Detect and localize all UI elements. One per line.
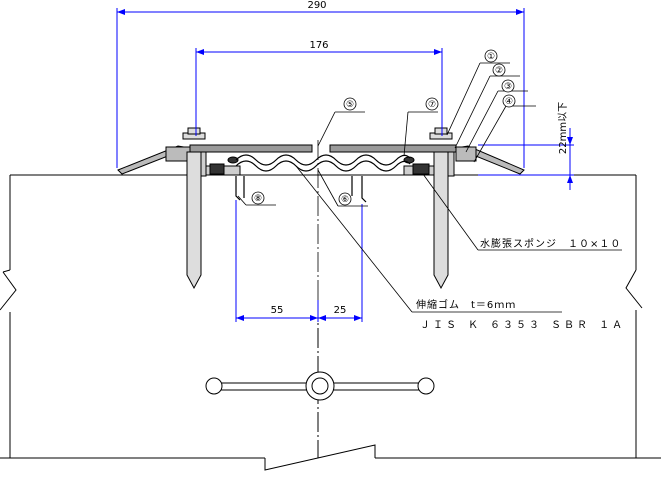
expansion-rubber — [235, 154, 411, 172]
dim-height-limit: 22mm以下 — [558, 102, 569, 154]
dimension-arrows — [117, 9, 573, 321]
leader-lines — [237, 62, 622, 313]
right-anchor-bolt — [429, 127, 453, 290]
part-marker-4: ④ — [502, 94, 516, 108]
part-marker-7: ⑦ — [425, 97, 439, 111]
left-cover-plate — [117, 145, 191, 175]
dim-overall-width: 290 — [307, 0, 326, 11]
top-plates — [189, 144, 457, 153]
part-marker-5: ⑤ — [343, 97, 357, 111]
dim-inner-width: 176 — [309, 40, 328, 51]
sponge-blocks — [209, 156, 430, 175]
tie-rod — [205, 371, 435, 401]
svg-text:⑦: ⑦ — [428, 100, 436, 110]
svg-text:⑥: ⑥ — [341, 195, 349, 205]
svg-text:③: ③ — [504, 82, 512, 92]
part-marker-2: ② — [492, 63, 506, 77]
rubber-note: 伸縮ゴム t＝6ｍｍ — [416, 298, 516, 311]
dim-right-offset: 25 — [334, 305, 347, 316]
svg-text:①: ① — [487, 52, 495, 62]
svg-text:②: ② — [495, 66, 503, 76]
part-marker-8: ⑧ — [251, 191, 265, 205]
left-anchor-bolt — [182, 127, 206, 290]
part-marker-6: ⑥ — [338, 192, 352, 206]
sponge-note: 水膨張スポンジ １０×１０ — [480, 237, 621, 250]
standard-note: ＪＩＳ Ｋ ６３５３ ＳＢＲ １Ａ — [420, 320, 625, 331]
right-cover-plate — [455, 145, 525, 175]
dim-left-offset: 55 — [271, 305, 284, 316]
svg-text:④: ④ — [505, 97, 513, 107]
svg-text:⑧: ⑧ — [254, 194, 262, 204]
anchor-hooks — [235, 176, 367, 203]
part-marker-1: ① — [484, 49, 498, 63]
part-marker-3: ③ — [501, 79, 515, 93]
svg-text:⑤: ⑤ — [346, 100, 354, 110]
